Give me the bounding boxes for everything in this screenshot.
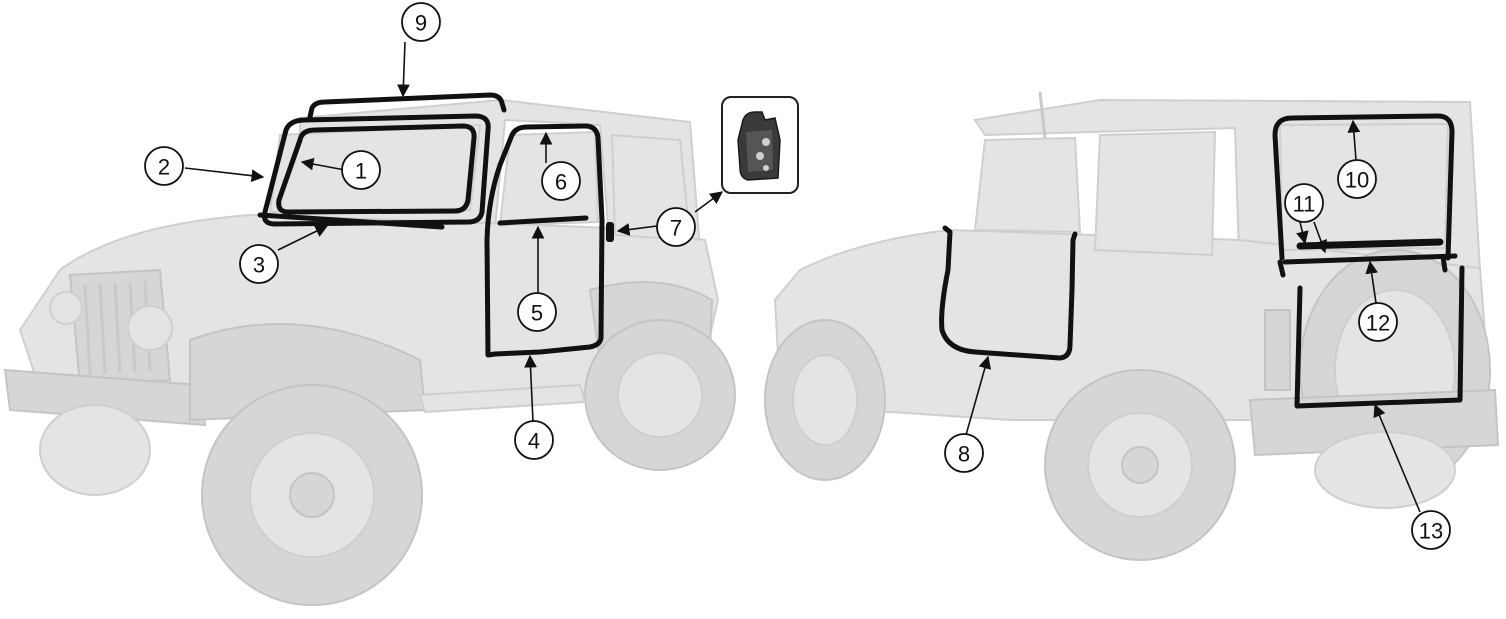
seal-door-striker — [606, 222, 614, 242]
callout-9: 9 — [401, 2, 441, 42]
callout-number: 4 — [528, 429, 540, 454]
inset-part-box — [721, 96, 799, 194]
callout-11: 11 — [1284, 183, 1324, 223]
callout-circle — [1284, 183, 1324, 223]
callout-circle — [514, 420, 554, 460]
seal-door-belt — [497, 215, 589, 226]
callout-12: 12 — [1358, 302, 1398, 342]
seal-tailgate-top — [1277, 253, 1458, 278]
seal-front-door-frame — [484, 123, 605, 358]
callout-number: 10 — [1345, 168, 1369, 193]
seal-rear-door-frame — [939, 225, 1078, 361]
callout-circle — [144, 146, 184, 186]
callout-13: 13 — [1411, 510, 1451, 550]
seal-windshield-inner — [276, 123, 477, 215]
seal-cowl — [257, 212, 445, 230]
seal-tailgate-frame — [1294, 265, 1465, 409]
callout-number: 13 — [1419, 519, 1443, 544]
callout-number: 1 — [355, 159, 367, 184]
callout-number: 5 — [531, 301, 543, 326]
callout-circle — [1337, 159, 1377, 199]
rear-vehicle-illustration — [764, 91, 1500, 561]
callout-10: 10 — [1337, 159, 1377, 199]
callout-circle — [944, 433, 984, 473]
callout-number: 8 — [958, 442, 970, 467]
callout-number: 12 — [1366, 311, 1390, 336]
front-vehicle-illustration — [3, 98, 736, 606]
seal-windshield-outer — [262, 113, 491, 227]
callout-number: 9 — [415, 11, 427, 36]
callout-4: 4 — [514, 420, 554, 460]
callout-5: 5 — [517, 292, 557, 332]
callout-number: 6 — [555, 170, 567, 195]
callout-number: 11 — [1293, 192, 1316, 217]
callout-circle — [656, 207, 696, 247]
callout-2: 2 — [144, 146, 184, 186]
callout-circle — [1358, 302, 1398, 342]
callout-circle — [541, 161, 581, 201]
callout-circle — [401, 2, 441, 42]
seal-windshield-top — [307, 92, 507, 120]
leader-lines — [184, 41, 1421, 513]
callout-8: 8 — [944, 433, 984, 473]
callout-circle — [239, 244, 279, 284]
callout-1: 1 — [341, 150, 381, 190]
callout-circle — [517, 292, 557, 332]
seal-liftgate-header — [1272, 113, 1455, 261]
callout-3: 3 — [239, 244, 279, 284]
door-hinge-seal-icon — [737, 111, 781, 181]
callout-circle — [1411, 510, 1451, 550]
callout-number: 3 — [253, 253, 265, 278]
callout-number: 7 — [670, 216, 682, 241]
callout-6: 6 — [541, 161, 581, 201]
callout-number: 2 — [158, 155, 170, 180]
callout-circle — [341, 150, 381, 190]
callout-7: 7 — [656, 207, 696, 247]
